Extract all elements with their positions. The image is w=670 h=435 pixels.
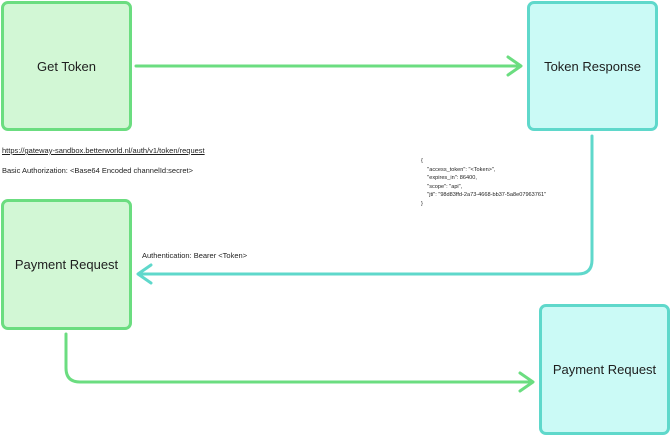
token-response-node[interactable]: Token Response: [527, 1, 658, 131]
payment-request-label: Payment Request: [14, 257, 119, 272]
token-response-json: { "access_token": "<Token>", "expires_in…: [421, 158, 547, 207]
arrow-get-token-to-token-response: [134, 55, 523, 77]
arrow-payment-request-to-payment-request: [64, 332, 535, 393]
bearer-authentication-note: Authentication: Bearer <Token>: [142, 251, 248, 260]
payment-request-result-label: Payment Request: [552, 362, 657, 377]
payment-request-result-node[interactable]: Payment Request: [539, 304, 670, 435]
basic-authorization-note: Basic Authorization: <Base64 Encoded cha…: [2, 166, 193, 175]
token-endpoint-url[interactable]: https://gateway-sandbox.betterworld.nl/a…: [2, 146, 205, 155]
payment-request-node[interactable]: Payment Request: [1, 199, 132, 330]
token-response-label: Token Response: [544, 58, 641, 74]
arrow-token-response-to-payment-request: [136, 134, 594, 285]
get-token-label: Get Token: [36, 58, 97, 74]
get-token-node[interactable]: Get Token: [1, 1, 132, 131]
